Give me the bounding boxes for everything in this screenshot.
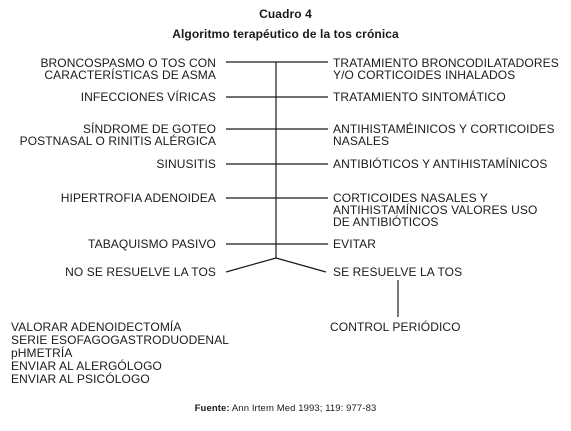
diagram-label: Cuadro 4 (259, 7, 312, 21)
resolved-action: CONTROL PERIÓDICO (330, 320, 461, 334)
branch-right-line (275, 257, 327, 273)
source-footnote: Fuente: Ann Irtem Med 1993; 119: 977-83 (0, 404, 571, 414)
cause-label-tabaquismo: TABAQUISMO PASIVO (88, 237, 216, 251)
source-text: Ann Irtem Med 1993; 119: 977-83 (229, 403, 377, 414)
cause-label-goteo-postnasal: SÍNDROME DE GOTEO POSTNASAL O RINITIS AL… (19, 122, 216, 148)
outcome-resolved: SE RESUELVE LA TOS (333, 265, 463, 279)
treatment-label-broncodilatadores: TRATAMIENTO BRONCODILATADORES Y/O CORTIC… (333, 56, 559, 82)
cause-label-infecciones: INFECCIONES VÍRICAS (80, 90, 216, 104)
cause-label-sinusitis: SINUSITIS (156, 157, 216, 171)
treatment-label-antibioticos: ANTIBIÓTICOS Y ANTIHISTAMÍNICOS (333, 157, 548, 171)
source-label: Fuente: (194, 403, 230, 414)
not-resolved-actions: VALORAR ADENOIDECTOMÍA SERIE ESOFAGOGAST… (11, 320, 230, 386)
outcome-not-resolved: NO SE RESUELVE LA TOS (65, 265, 216, 279)
treatment-label-evitar: EVITAR (333, 237, 377, 251)
treatment-label-corticoides-nasales: CORTICOIDES NASALES Y ANTIHISTAMÍNICOS V… (333, 191, 538, 229)
treatment-label-sintomatico: TRATAMIENTO SINTOMÁTICO (333, 90, 506, 104)
treatment-label-antihistamineicos: ANTIHISTAMÉINICOS Y CORTICOIDES NASALES (333, 122, 555, 148)
diagram-title: Algoritmo terapéutico de la tos crónica (172, 27, 399, 41)
cause-label-broncospasmo: BRONCOSPASMO O TOS CON CARACTERÍSTICAS D… (40, 56, 216, 82)
cause-label-hipertrofia: HIPERTROFIA ADENOIDEA (60, 191, 216, 205)
branch-left-line (225, 257, 277, 273)
